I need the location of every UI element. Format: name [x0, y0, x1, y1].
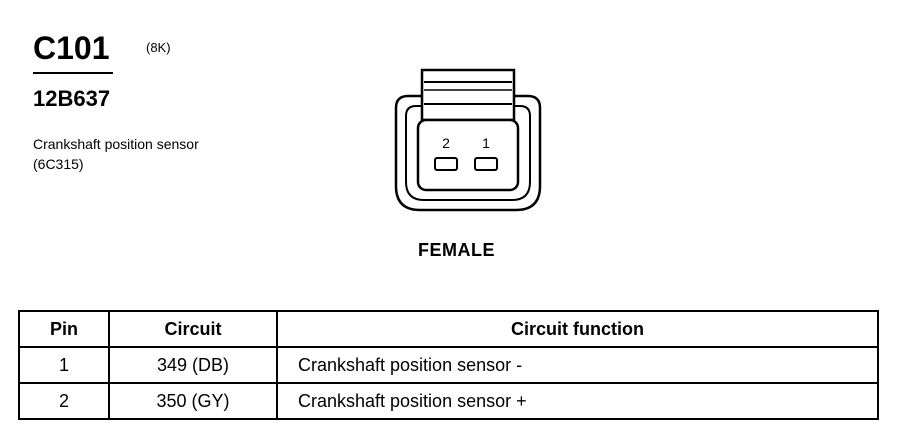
- pin-cavity-body: [416, 118, 520, 192]
- title-underline: [33, 72, 113, 74]
- header-circuit-function: Circuit function: [276, 310, 879, 348]
- locking-tab: [420, 68, 516, 122]
- connector-id: C101: [33, 30, 110, 66]
- pin-terminal-1: [474, 157, 498, 171]
- connector-outer-housing: [394, 94, 542, 212]
- header-circuit: Circuit: [108, 310, 278, 348]
- table-header-row: Pin Circuit Circuit function: [18, 310, 879, 348]
- connector-description: Crankshaft position sensor (6C315): [33, 136, 199, 172]
- table-row: 2 350 (GY) Crankshaft position sensor +: [18, 382, 879, 420]
- table-row: 1 349 (DB) Crankshaft position sensor -: [18, 346, 879, 384]
- connector-color-code: (8K): [146, 40, 171, 55]
- pin-label-1: 1: [482, 135, 490, 151]
- pin-terminal-2: [434, 157, 458, 171]
- connector-inner-housing: [405, 105, 531, 201]
- pin-table: Pin Circuit Circuit function 1 349 (DB) …: [18, 310, 879, 420]
- circuit-function-cell: Crankshaft position sensor -: [276, 346, 879, 384]
- part-number: 12B637: [33, 86, 111, 111]
- pin-label-2: 2: [442, 135, 450, 151]
- circuit-cell: 349 (DB): [108, 346, 278, 384]
- connector-face-diagram: 2 1: [394, 68, 542, 212]
- circuit-function-cell: Crankshaft position sensor +: [276, 382, 879, 420]
- pin-cell: 1: [18, 346, 110, 384]
- circuit-cell: 350 (GY): [108, 382, 278, 420]
- connector-gender-label: FEMALE: [418, 240, 495, 260]
- header-pin: Pin: [18, 310, 110, 348]
- pin-cell: 2: [18, 382, 110, 420]
